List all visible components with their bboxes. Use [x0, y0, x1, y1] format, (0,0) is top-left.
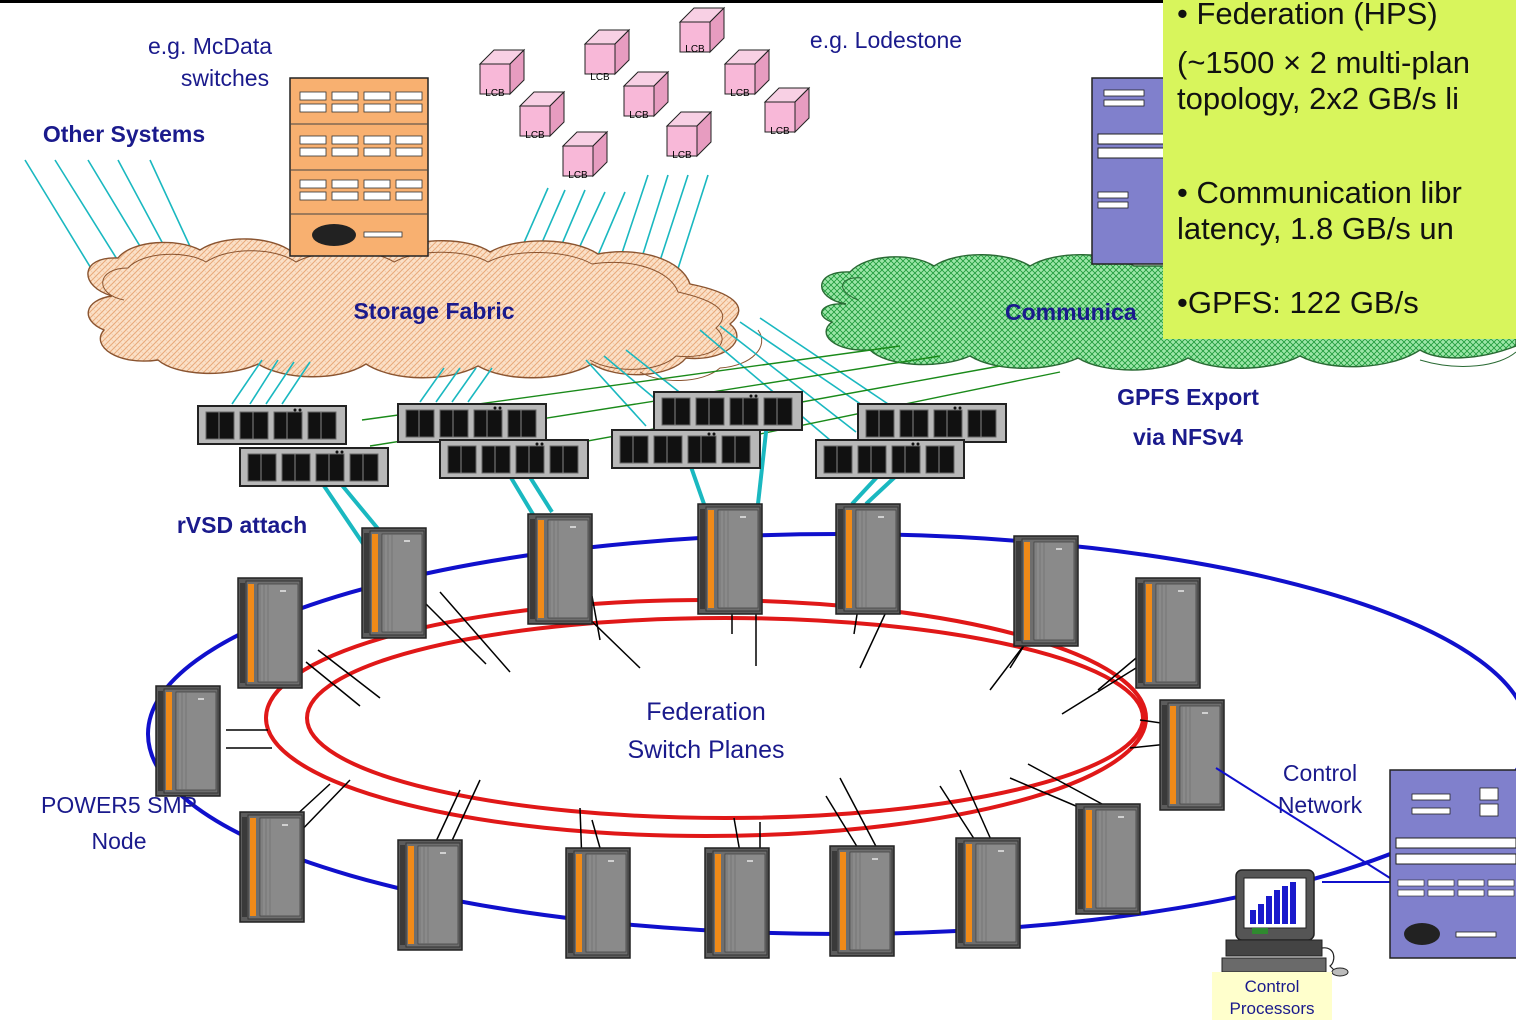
federation-label-2: Switch Planes — [627, 736, 784, 764]
control-network-rack — [1389, 769, 1516, 959]
storage-fabric-cloud: Storage Fabric — [87, 238, 763, 381]
svg-text:LCB: LCB — [590, 72, 610, 83]
note-line-6: •GPFS: 122 GB/s — [1177, 285, 1419, 320]
mcdata-label-2: switches — [181, 65, 269, 91]
rvsd-cables — [318, 395, 898, 550]
power5-label-2: Node — [92, 828, 147, 854]
svg-text:LCB: LCB — [730, 88, 750, 99]
svg-text:LCB: LCB — [685, 44, 705, 55]
note-line-1: • Federation (HPS) — [1177, 0, 1438, 31]
control-network-label-2: Network — [1278, 792, 1363, 818]
spec-callout: • Federation (HPS) (~1500 × 2 multi-plan… — [1163, 0, 1516, 339]
svg-text:LCB: LCB — [770, 126, 790, 137]
svg-text:LCB: LCB — [525, 130, 545, 141]
storage-fabric-label: Storage Fabric — [353, 298, 514, 324]
svg-text:LCB: LCB — [568, 170, 588, 181]
control-processor-workstation: Control Processors — [1212, 869, 1349, 1020]
note-line-2: (~1500 × 2 multi-plan — [1177, 45, 1470, 80]
control-processors-badge — [1212, 972, 1332, 1020]
storage-switch-rack — [289, 77, 429, 257]
gpfs-export-label-2: via NFSv4 — [1133, 424, 1243, 450]
power5-servers — [155, 503, 1225, 959]
federation-ring-inner — [305, 616, 1145, 820]
control-network-cables — [1215, 767, 1392, 883]
note-line-3: topology, 2x2 GB/s li — [1177, 81, 1460, 116]
power5-label-1: POWER5 SMP — [41, 792, 197, 818]
other-systems-label: Other Systems — [43, 121, 205, 147]
svg-text:LCB: LCB — [629, 110, 649, 121]
note-line-5: latency, 1.8 GB/s un — [1177, 211, 1454, 246]
control-network-label-1: Control — [1283, 760, 1357, 786]
lodestone-label: e.g. Lodestone — [810, 27, 962, 53]
lcb-cubes: LCB LCB LCB LCB LCB LCB LCB LCB LCB — [479, 7, 810, 181]
svg-text:LCB: LCB — [485, 88, 505, 99]
title-rule — [0, 0, 1180, 3]
communication-rack — [1091, 77, 1173, 265]
control-processors-label-2: Processors — [1229, 999, 1314, 1018]
control-processors-label-1: Control — [1245, 977, 1300, 996]
gpfs-export-label-1: GPFS Export — [1117, 384, 1259, 410]
svg-text:LCB: LCB — [672, 150, 692, 161]
rvsd-attach-label: rVSD attach — [177, 512, 307, 538]
communication-label: Communica — [1005, 299, 1137, 325]
fabric-enclosure-cables — [231, 317, 901, 441]
federation-label-1: Federation — [646, 698, 766, 726]
mcdata-label-1: e.g. McData — [148, 33, 272, 59]
note-line-4: • Communication libr — [1177, 175, 1462, 210]
